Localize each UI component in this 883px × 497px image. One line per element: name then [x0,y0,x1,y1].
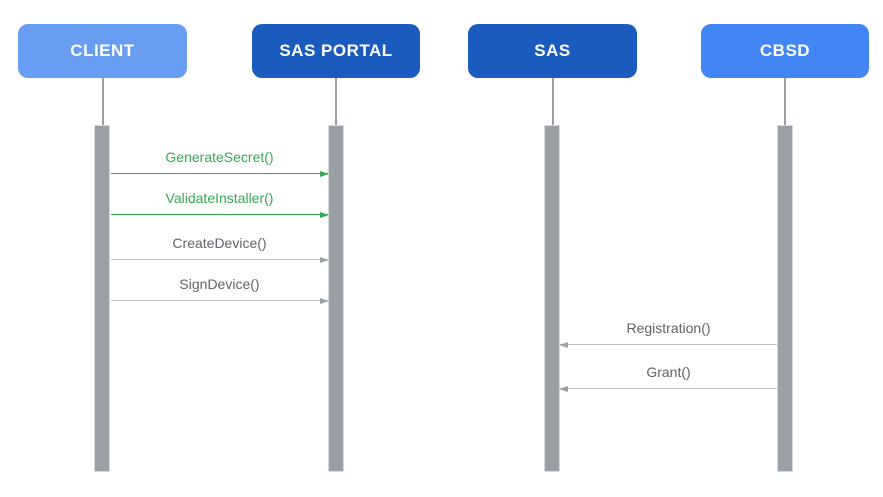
lifeline-sas [552,78,554,125]
actor-label-cbsd: CBSD [759,41,811,60]
arrowhead-right-icon [320,171,329,177]
message-grant: Grant() [559,364,777,392]
arrowhead-right-icon [320,257,329,263]
actor-label-client: CLIENT [70,41,135,60]
message-sign-device: SignDevice() [111,276,329,304]
message-label: SignDevice() [179,276,260,292]
message-label: Grant() [646,364,691,380]
arrowhead-left-icon [559,342,568,348]
lifeline-cbsd [784,78,786,125]
actor-box-sas-portal: SAS PORTAL [252,24,420,78]
actor-box-sas: SAS [468,24,637,78]
arrowhead-right-icon [320,298,329,304]
activation-bar-client [94,125,110,472]
message-validate-installer: ValidateInstaller() [111,190,329,218]
arrowhead-right-icon [320,212,329,218]
message-label: CreateDevice() [172,235,267,251]
message-label: GenerateSecret() [165,149,274,165]
actor-label-sas-portal: SAS PORTAL [279,41,393,60]
lifeline-sas-portal [335,78,337,125]
activation-bar-sas [544,125,560,472]
activation-bar-sas-portal [328,125,344,472]
message-label: Registration() [626,320,711,336]
message-registration: Registration() [559,320,777,348]
message-label: ValidateInstaller() [165,190,274,206]
activation-bar-cbsd [777,125,793,472]
message-create-device: CreateDevice() [111,235,329,263]
actor-box-client: CLIENT [18,24,187,78]
arrowhead-left-icon [559,386,568,392]
message-generate-secret: GenerateSecret() [111,149,329,177]
actor-box-cbsd: CBSD [701,24,869,78]
lifeline-client [102,78,104,125]
actor-label-sas: SAS [534,41,571,60]
